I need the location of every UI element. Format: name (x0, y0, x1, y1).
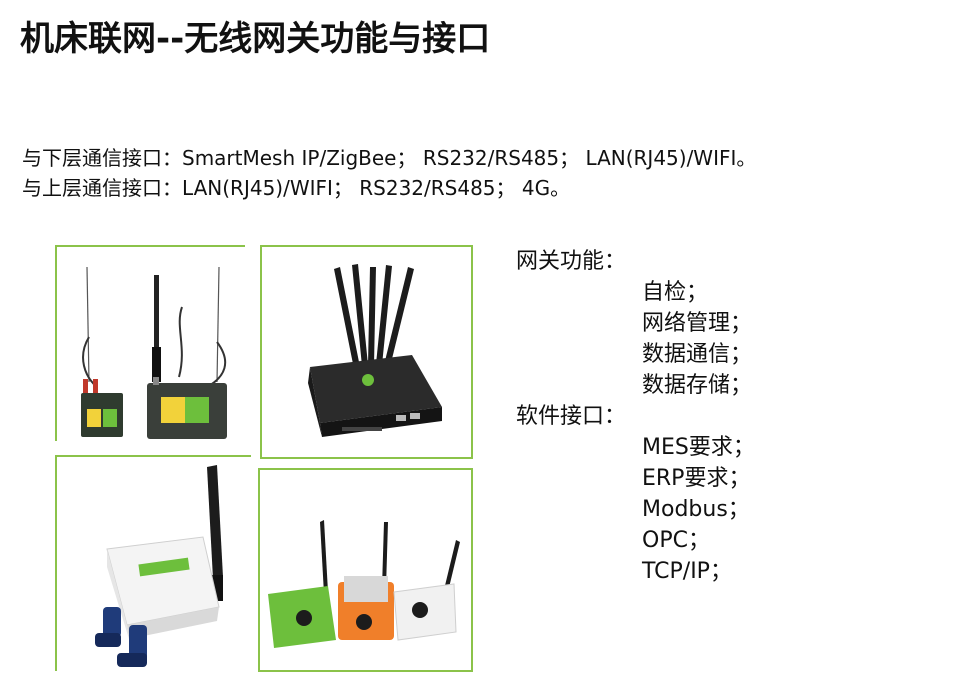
gateway-function-item: 自检； (642, 280, 709, 305)
gateway-photo-sensor-nodes (258, 468, 473, 672)
gateway-photo-router (260, 245, 473, 459)
page-title: 机床联网--无线网关功能与接口 (20, 19, 491, 59)
software-interface-item: MES要求； (642, 435, 755, 460)
software-interfaces-heading: 软件接口： (516, 404, 627, 429)
software-interface-item: TCP/IP； (642, 559, 732, 584)
gateway-photo-outdoor (55, 455, 251, 671)
software-interface-item: OPC； (642, 528, 710, 553)
feature-list: 网关功能： 自检； 网络管理； 数据通信； 数据存储； 软件接口： MES要求；… (516, 246, 755, 587)
gateway-function-item: 数据存储； (642, 373, 753, 398)
gateway-photo-small-units (55, 245, 245, 441)
upper-interface-text: 与上层通信接口：LAN(RJ45)/WIFI； RS232/RS485； 4G。 (22, 176, 571, 200)
lower-interface-text: 与下层通信接口：SmartMesh IP/ZigBee； RS232/RS485… (22, 146, 757, 170)
gateway-function-item: 数据通信； (642, 342, 753, 367)
gateway-function-item: 网络管理； (642, 311, 753, 336)
gateway-functions-heading: 网关功能： (516, 249, 627, 274)
software-interface-item: Modbus； (642, 497, 750, 522)
software-interface-item: ERP要求； (642, 466, 751, 491)
